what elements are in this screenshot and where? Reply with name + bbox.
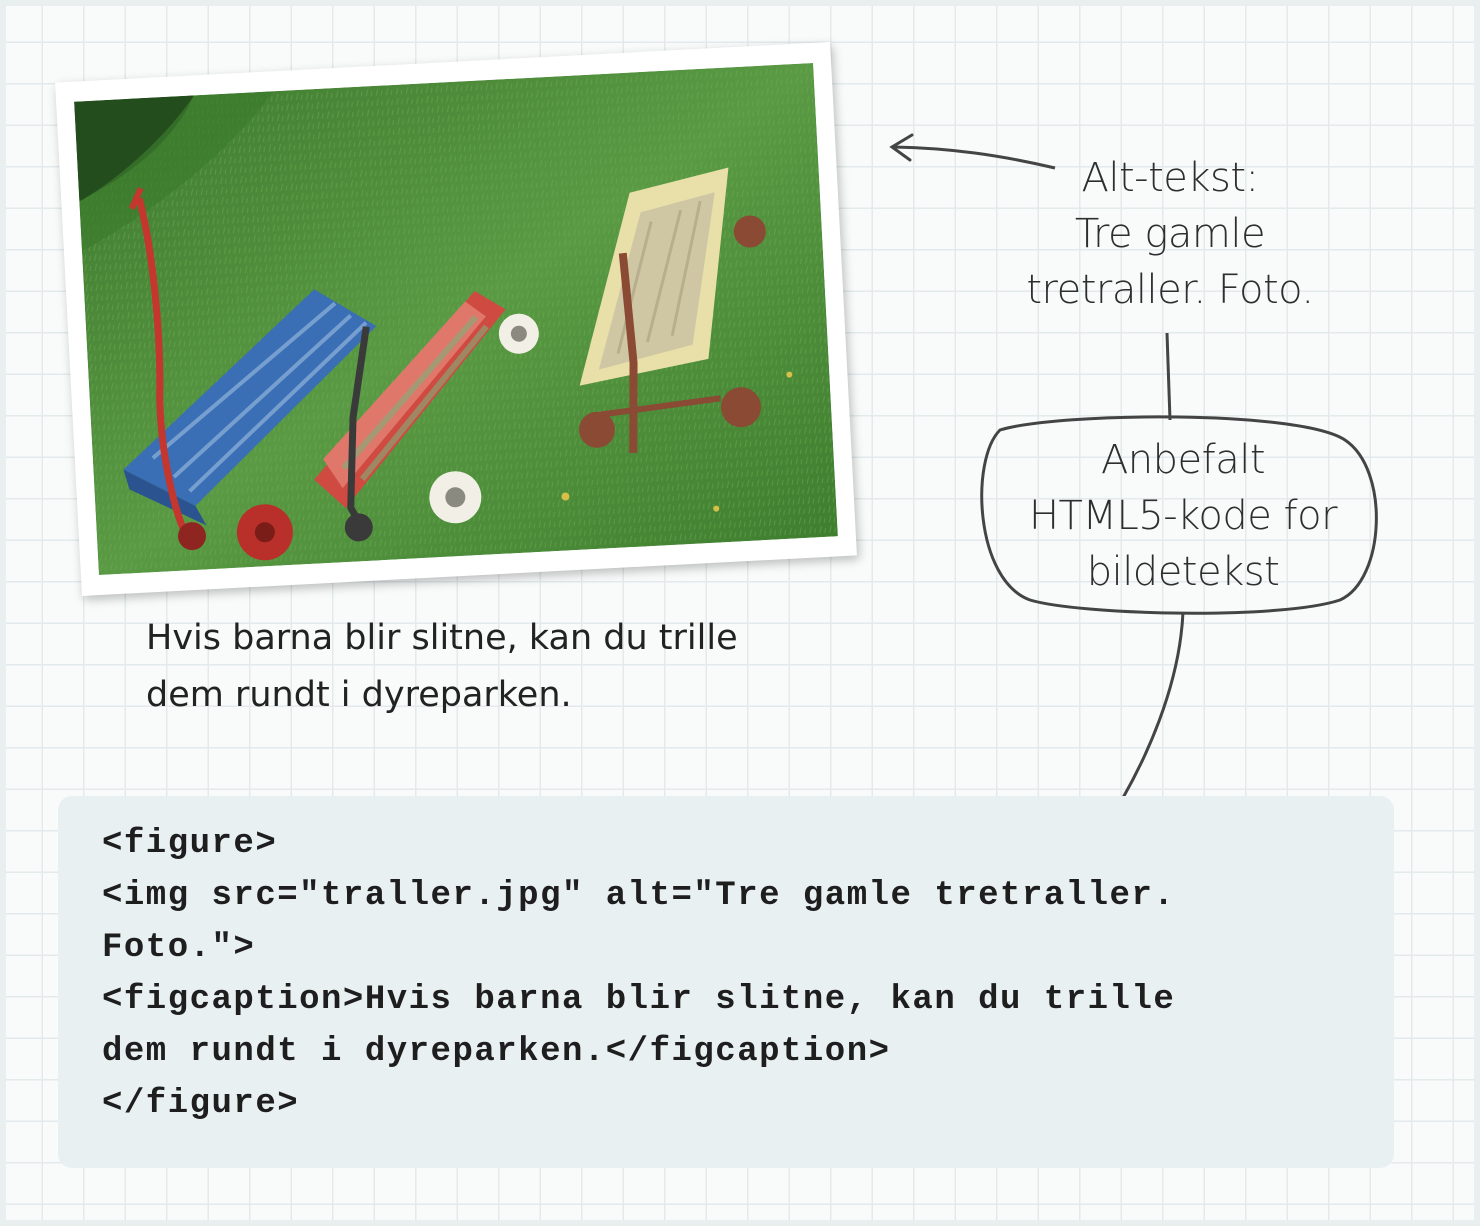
blue-wagon (123, 187, 377, 561)
bubble-note-line: HTML5-kode for (1028, 493, 1338, 539)
photo-frame (55, 42, 857, 596)
code-sample: <figure> <img src="traller.jpg" alt="Tre … (102, 818, 1362, 1130)
caption-line: Hvis barna blir slitne, kan du trille (146, 618, 738, 658)
wagons-photo (74, 62, 838, 576)
caption-line: dem rundt i dyreparken. (146, 675, 572, 715)
code-line: dem rundt i dyreparken.</figcaption> (102, 1033, 891, 1071)
alt-note-line: Alt-tekst: (1081, 155, 1259, 201)
code-line: <figcaption>Hvis barna blir slitne, kan … (102, 981, 1176, 1019)
alt-text-note: Alt-tekst: Tre gamle tretraller. Foto. (1000, 150, 1340, 318)
code-line: <figure> (102, 825, 278, 863)
code-line: <img src="traller.jpg" alt="Tre gamle tr… (102, 877, 1176, 915)
code-block (58, 796, 1394, 1168)
code-line: </figure> (102, 1085, 300, 1123)
photo-caption: Hvis barna blir slitne, kan du trille de… (146, 610, 826, 724)
cream-wagon (578, 167, 766, 453)
alt-note-line: tretraller. Foto. (1026, 267, 1314, 313)
bush (74, 95, 194, 202)
bubble-note: Anbefalt HTML5-kode for bildetekst (990, 432, 1376, 600)
alt-note-line: Tre gamle (1074, 211, 1266, 257)
red-wagon (314, 290, 539, 542)
bubble-note-line: bildetekst (1086, 549, 1280, 595)
bubble-note-line: Anbefalt (1100, 437, 1266, 483)
code-line: Foto."> (102, 929, 256, 967)
